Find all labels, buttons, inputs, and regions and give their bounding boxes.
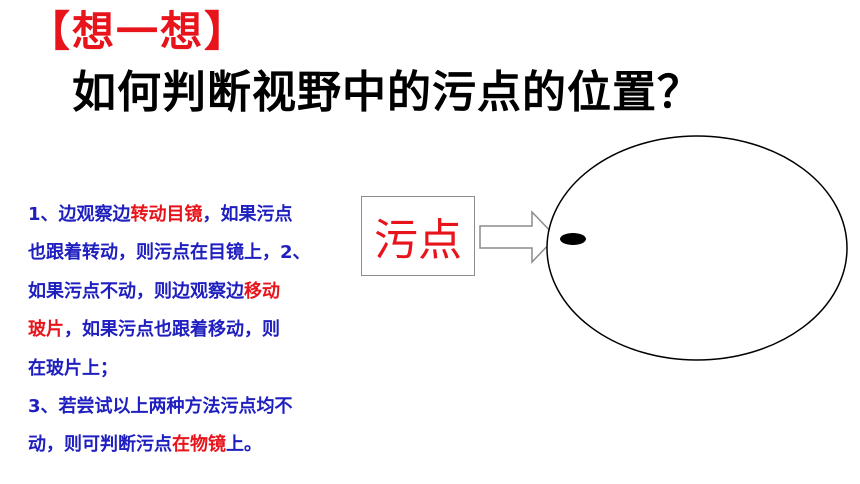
highlight-objective: 在物镜 [172,434,226,456]
steps-line-3: 如果污点不动，则边观察边移动 [28,280,280,302]
arrow-icon [479,210,558,264]
steps-line-6: 3、若尝试以上两种方法污点均不 [28,395,293,417]
spot-label: 污点 [374,215,462,266]
highlight-rotate-eyepiece: 转动目镜 [130,204,203,225]
steps-line-1: 1、边观察边转动目镜，如果污点 [28,204,293,225]
heading: 【想一想】 [28,7,249,56]
highlight-move: 移动 [244,280,280,302]
spot-label-box: 污点 [361,196,475,276]
steps-line-5: 在玻片上； [28,357,118,379]
steps-line-2: 也跟着转动，则污点在目镜上，2、 [28,242,311,264]
steps-text: 1、边观察边转动目镜，如果污点 也跟着转动，则污点在目镜上，2、 如果污点不动，… [28,196,358,465]
steps-line-7: 动，则可判断污点在物镜上。 [28,434,262,456]
dirt-spot-icon [560,233,586,245]
field-of-view-circle [546,135,848,361]
highlight-slide: 玻片 [28,319,64,341]
question-title: 如何判断视野中的污点的位置？ [72,67,702,118]
steps-line-4: 玻片，如果污点也跟着移动，则 [28,319,280,341]
